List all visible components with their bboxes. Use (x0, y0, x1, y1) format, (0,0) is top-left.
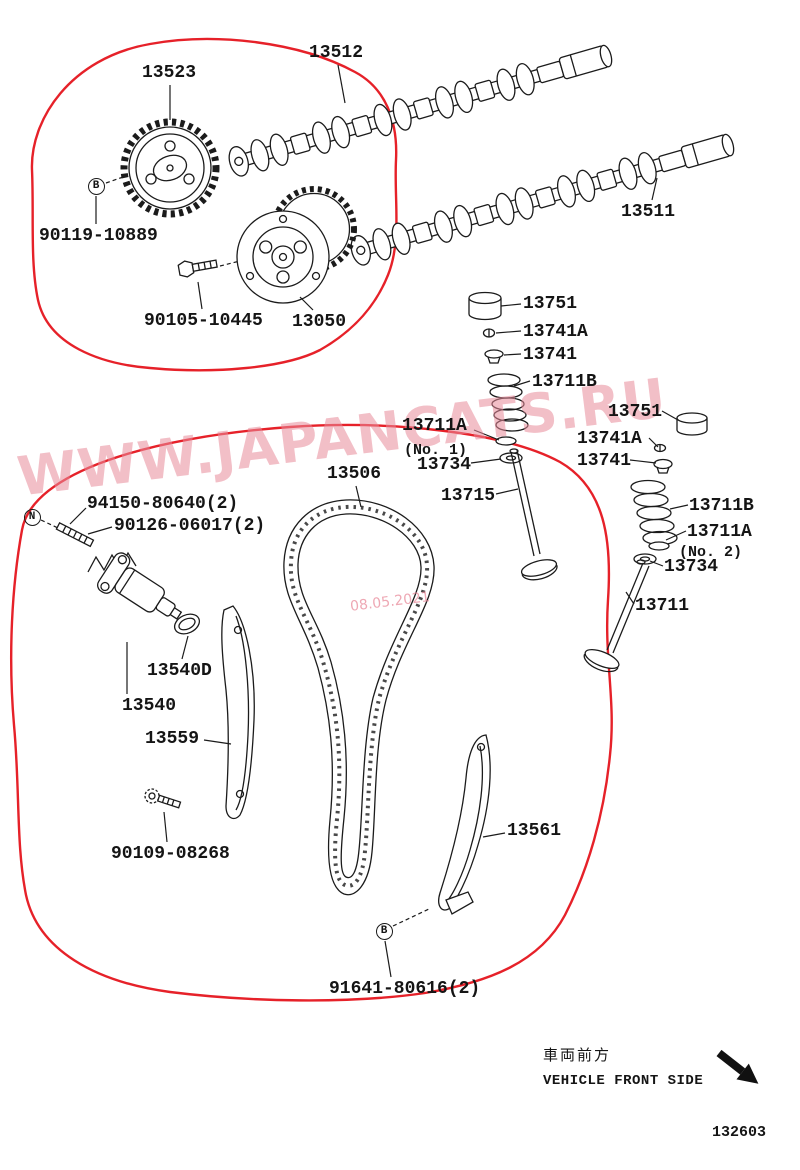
valve-stack-no1 (468, 291, 558, 581)
part-label-13050-5: 13050 (292, 312, 347, 332)
diagram-code: 132603 (712, 1124, 767, 1141)
part-label-13734-20: 13734 (664, 557, 719, 577)
chain-guide-fixed (438, 734, 491, 915)
chain-tensioner (97, 552, 183, 620)
callout-marker-b-0: B (87, 177, 105, 195)
part-label-13506-22: 13506 (327, 464, 382, 484)
callout-marker-b-2: B (375, 922, 393, 940)
part-label-13540-26: 13540 (122, 696, 177, 716)
part-label-94150806402-23: 94150-80640(2) (87, 494, 239, 514)
part-label-13511-2: 13511 (621, 202, 676, 222)
part-label-13751-14: 13751 (608, 402, 663, 422)
part-label-9010908268-28: 90109-08268 (111, 844, 230, 864)
callout-marker-n-1: N (23, 508, 41, 526)
timing-chain (283, 499, 435, 896)
valve-spring-no2 (630, 479, 678, 546)
part-label-13711-21: 13711 (635, 596, 690, 616)
valve-spring-no1 (487, 373, 529, 432)
valve-lifter-no1 (468, 291, 502, 321)
part-label-13751-6: 13751 (523, 294, 578, 314)
valve-seal-no2 (633, 553, 657, 565)
vvt-bolt-icon (177, 259, 218, 278)
part-label-13711b-9: 13711B (532, 372, 597, 392)
part-label-9010510445-4: 90105-10445 (144, 311, 263, 331)
red-outline-bottom-group (9, 423, 613, 1002)
part-label-13741a-7: 13741A (523, 322, 588, 342)
part-label-13540d-25: 13540D (147, 661, 212, 681)
part-label-91641806162-30: 91641-80616(2) (329, 979, 481, 999)
spring-seat-no1 (495, 436, 517, 446)
part-label-13711a-10: 13711A (402, 416, 467, 436)
part-label-13741a-15: 13741A (577, 429, 642, 449)
red-outline-top-group (30, 37, 398, 372)
leader-lines (40, 64, 689, 978)
stud-bolt-icon (55, 522, 95, 548)
chain-tensioner-slipper (221, 605, 255, 820)
tensioner-serration (87, 551, 137, 573)
valve-no1 (509, 448, 558, 581)
spring-retainer-no2 (653, 458, 673, 474)
part-label-13741-16: 13741 (577, 451, 632, 471)
vehicle-front-note: 車両前方 VEHICLE FRONT SIDE (543, 1044, 703, 1089)
valve-lock-no1 (482, 328, 496, 338)
spring-seat-no2 (648, 541, 670, 551)
part-label-13734-12: 13734 (417, 455, 472, 475)
part-label-13523-0: 13523 (142, 63, 197, 83)
part-label-13559-27: 13559 (145, 729, 200, 749)
part-label-13512-1: 13512 (309, 43, 364, 63)
vehicle-front-jp: 車両前方 (543, 1046, 612, 1064)
vehicle-front-en: VEHICLE FRONT SIDE (543, 1073, 704, 1089)
part-label-13711b-17: 13711B (689, 496, 754, 516)
spring-retainer-no1 (484, 349, 504, 364)
front-direction-arrow (716, 1049, 759, 1084)
valve-seal-no1 (499, 452, 523, 464)
camshaft-timing-sprocket (120, 118, 220, 218)
part-label-13741-8: 13741 (523, 345, 578, 365)
part-label-no1-11: (No. 1) (404, 442, 468, 459)
camshaft-timing-gear-vvt (236, 186, 357, 304)
valve-stack-no2 (583, 412, 708, 673)
guide-pivot-bolt-icon (144, 788, 182, 809)
part-label-13715-13: 13715 (441, 486, 496, 506)
part-label-13561-29: 13561 (507, 821, 562, 841)
tensioner-o-ring (173, 613, 201, 635)
part-label-90126060172-24: 90126-06017(2) (114, 516, 266, 536)
valve-lifter-no2 (676, 412, 708, 436)
valve-no2 (583, 559, 650, 673)
part-label-no2-19: (No. 2) (679, 544, 743, 561)
part-label-9011910889-3: 90119-10889 (39, 226, 158, 246)
part-label-13711a-18: 13711A (687, 522, 752, 542)
